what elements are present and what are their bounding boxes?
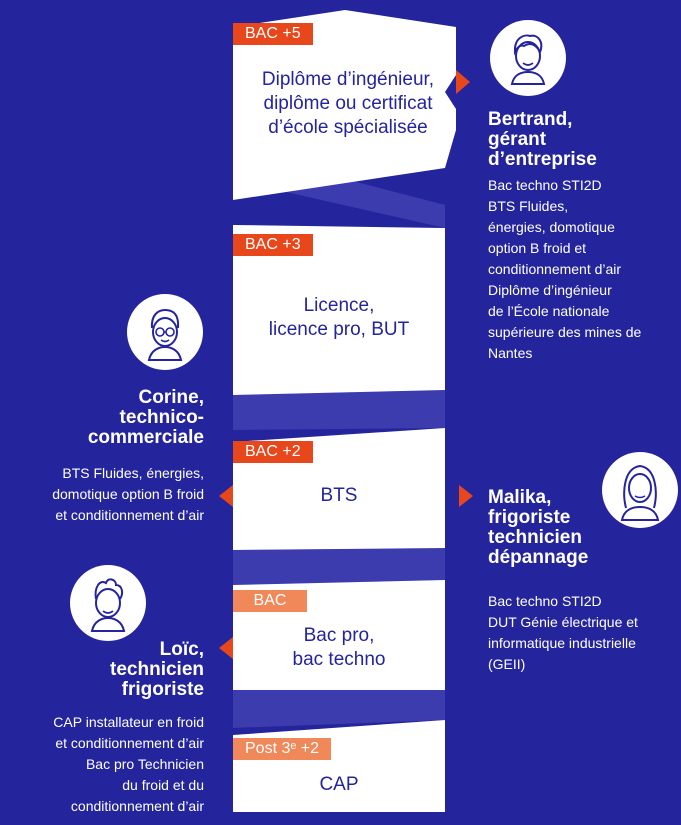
level-text-line: Bac pro, [303, 625, 375, 646]
level-text-line: d’école spécialisée [268, 117, 428, 138]
name-line: frigoriste [488, 507, 571, 528]
woman-long-hair-avatar-icon [620, 464, 660, 521]
level-text-line: CAP [319, 774, 359, 795]
name-line: gérant [488, 129, 547, 150]
person-name-malika: Malika, frigoriste technicien dépannage [488, 488, 588, 568]
desc-line: Bac techno STI2D [488, 177, 602, 193]
level-text-line: BTS [320, 485, 358, 506]
desc-line: domotique option B froid [52, 486, 204, 502]
person-name-corine: Corine, technico- commerciale [20, 388, 204, 448]
level-text-bac: Bac pro, bac techno [233, 624, 445, 672]
desc-line: conditionnement d’air [70, 798, 204, 814]
level-tag-bac3: BAC +3 [233, 234, 313, 256]
desc-line: Bac pro Technicien [85, 756, 204, 772]
avatar-loic [70, 565, 146, 641]
desc-line: Nantes [488, 345, 533, 361]
desc-line: CAP installateur en froid [53, 714, 204, 730]
man-avatar-icon [510, 34, 546, 85]
arrow-right-icon [456, 70, 470, 94]
level-text-line: diplôme ou certificat [263, 93, 433, 114]
desc-line: Bac techno STI2D [488, 593, 602, 609]
level-text-bac2: BTS [233, 484, 445, 508]
desc-line: et conditionnement d’air [55, 735, 204, 751]
desc-line: de l’École nationale [488, 303, 610, 319]
person-name-loic: Loïc, technicien frigoriste [20, 640, 204, 700]
level-text-line: Licence, [303, 295, 375, 316]
level-text-line: bac techno [292, 649, 386, 670]
level-tag-bac: BAC [233, 590, 307, 612]
avatar-bertrand [490, 20, 566, 96]
level-text-bac5: Diplôme d’ingénieur, diplôme ou certific… [236, 68, 460, 140]
name-line: commerciale [87, 427, 204, 448]
level-block-bac3 [233, 225, 445, 395]
level-block-bac5 [233, 10, 456, 200]
desc-line: énergies, domotique [488, 219, 615, 235]
level-tag-post3: Post 3ᵉ +2 [233, 738, 331, 760]
woman-glasses-avatar-icon [147, 308, 183, 361]
level-text-bac3: Licence, licence pro, BUT [233, 294, 445, 342]
desc-line: (GEII) [488, 656, 526, 672]
desc-line: conditionnement d’air [488, 261, 622, 277]
level-tag-bac2: BAC +2 [233, 441, 313, 463]
level-block-cap [233, 720, 445, 812]
connector-band [233, 548, 445, 585]
person-desc-bertrand: Bac techno STI2D BTS Fluides, énergies, … [488, 175, 678, 364]
connector-band [233, 690, 445, 728]
name-line: Malika, [488, 487, 552, 508]
level-text-cap: CAP [233, 773, 445, 797]
name-line: Corine, [138, 387, 204, 408]
desc-line: Diplôme d’ingénieur [488, 282, 612, 298]
person-desc-loic: CAP installateur en froid et conditionne… [2, 712, 204, 817]
name-line: technicien [488, 527, 582, 548]
arrow-right-icon [459, 485, 473, 507]
person-desc-corine: BTS Fluides, énergies, domotique option … [2, 463, 204, 526]
young-man-avatar-icon [90, 578, 126, 632]
level-text-line: Diplôme d’ingénieur, [261, 69, 435, 90]
level-tag-bac5: BAC +5 [233, 23, 313, 45]
name-line: d’entreprise [488, 149, 597, 170]
name-line: Bertrand, [488, 109, 573, 130]
desc-line: supérieure des mines de [488, 324, 642, 340]
avatar-corine [127, 294, 203, 370]
desc-line: BTS Fluides, [488, 198, 569, 214]
arrow-left-icon [219, 485, 233, 507]
name-line: technicien [110, 659, 204, 680]
desc-line: du froid et du [122, 777, 204, 793]
name-line: frigoriste [121, 679, 204, 700]
name-line: Loïc, [159, 639, 204, 660]
level-text-line: licence pro, BUT [268, 319, 410, 340]
desc-line: informatique industrielle [488, 635, 636, 651]
person-name-bertrand: Bertrand, gérant d’entreprise [488, 110, 597, 170]
desc-line: DUT Génie électrique et [488, 614, 638, 630]
desc-line: et conditionnement d’air [55, 507, 204, 523]
name-line: dépannage [488, 547, 589, 568]
desc-line: BTS Fluides, énergies, [62, 465, 204, 481]
desc-line: option B froid et [488, 240, 587, 256]
connector-band [233, 390, 445, 430]
person-desc-malika: Bac techno STI2D DUT Génie électrique et… [488, 591, 680, 675]
arrow-left-icon [219, 637, 233, 659]
name-line: technico- [119, 407, 204, 428]
avatar-malika [602, 452, 678, 528]
